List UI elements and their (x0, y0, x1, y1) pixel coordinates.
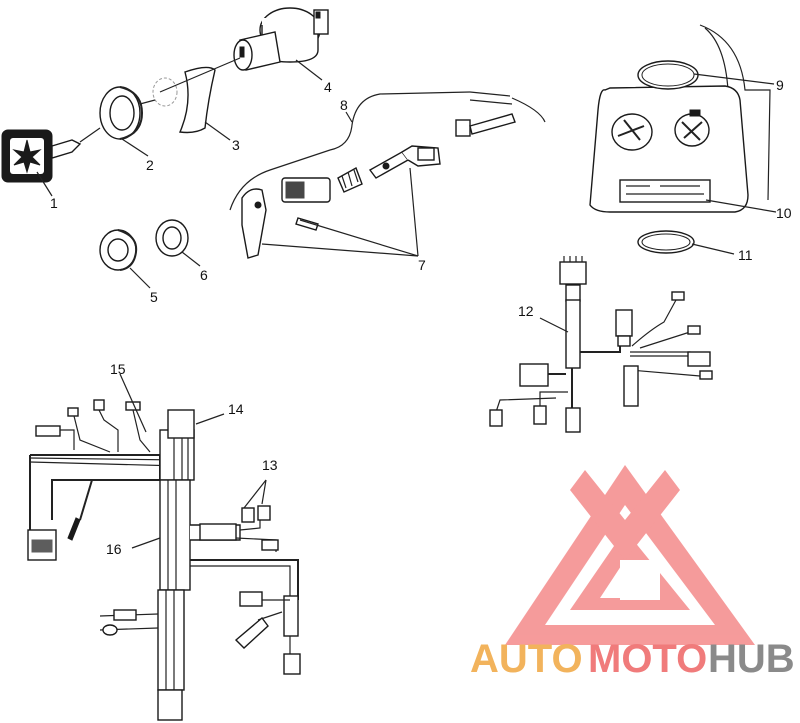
callout-4: 4 (324, 79, 332, 95)
callout-6: 6 (200, 267, 208, 283)
callout-10: 10 (776, 205, 792, 221)
callout-13: 13 (262, 457, 278, 473)
throttle-switch-assembly (229, 91, 546, 259)
watermark-logo (505, 465, 755, 645)
callout-8: 8 (340, 97, 348, 113)
wiring-harness-12 (489, 256, 713, 433)
callout-11: 11 (738, 247, 753, 263)
console-panel (589, 24, 771, 254)
watermark-moto: MOTO (588, 637, 707, 681)
callout-15: 15 (110, 361, 126, 377)
callout-1: 1 (50, 195, 58, 211)
callout-9: 9 (776, 77, 784, 93)
watermark-hub: HUB (708, 637, 795, 681)
callout-12: 12 (518, 303, 534, 319)
callout-16: 16 (106, 541, 122, 557)
nut-part-5 (99, 229, 138, 271)
key-part (1, 129, 82, 183)
nut-ring-part (99, 86, 144, 140)
callout-3: 3 (232, 137, 240, 153)
callout-2: 2 (146, 157, 154, 173)
callout-labels: 1 2 3 4 5 6 7 8 9 10 11 12 13 14 15 16 (50, 77, 792, 557)
watermark-auto: AUTO (470, 637, 583, 681)
watermark-text: AUTO MOTO HUB (470, 637, 795, 681)
main-harness (27, 399, 301, 721)
callout-7: 7 (418, 257, 426, 273)
washer-part-6 (155, 219, 189, 257)
shield-part (152, 66, 216, 134)
callout-5: 5 (150, 289, 158, 305)
ignition-switch-part (233, 7, 329, 71)
callout-14: 14 (228, 401, 244, 417)
